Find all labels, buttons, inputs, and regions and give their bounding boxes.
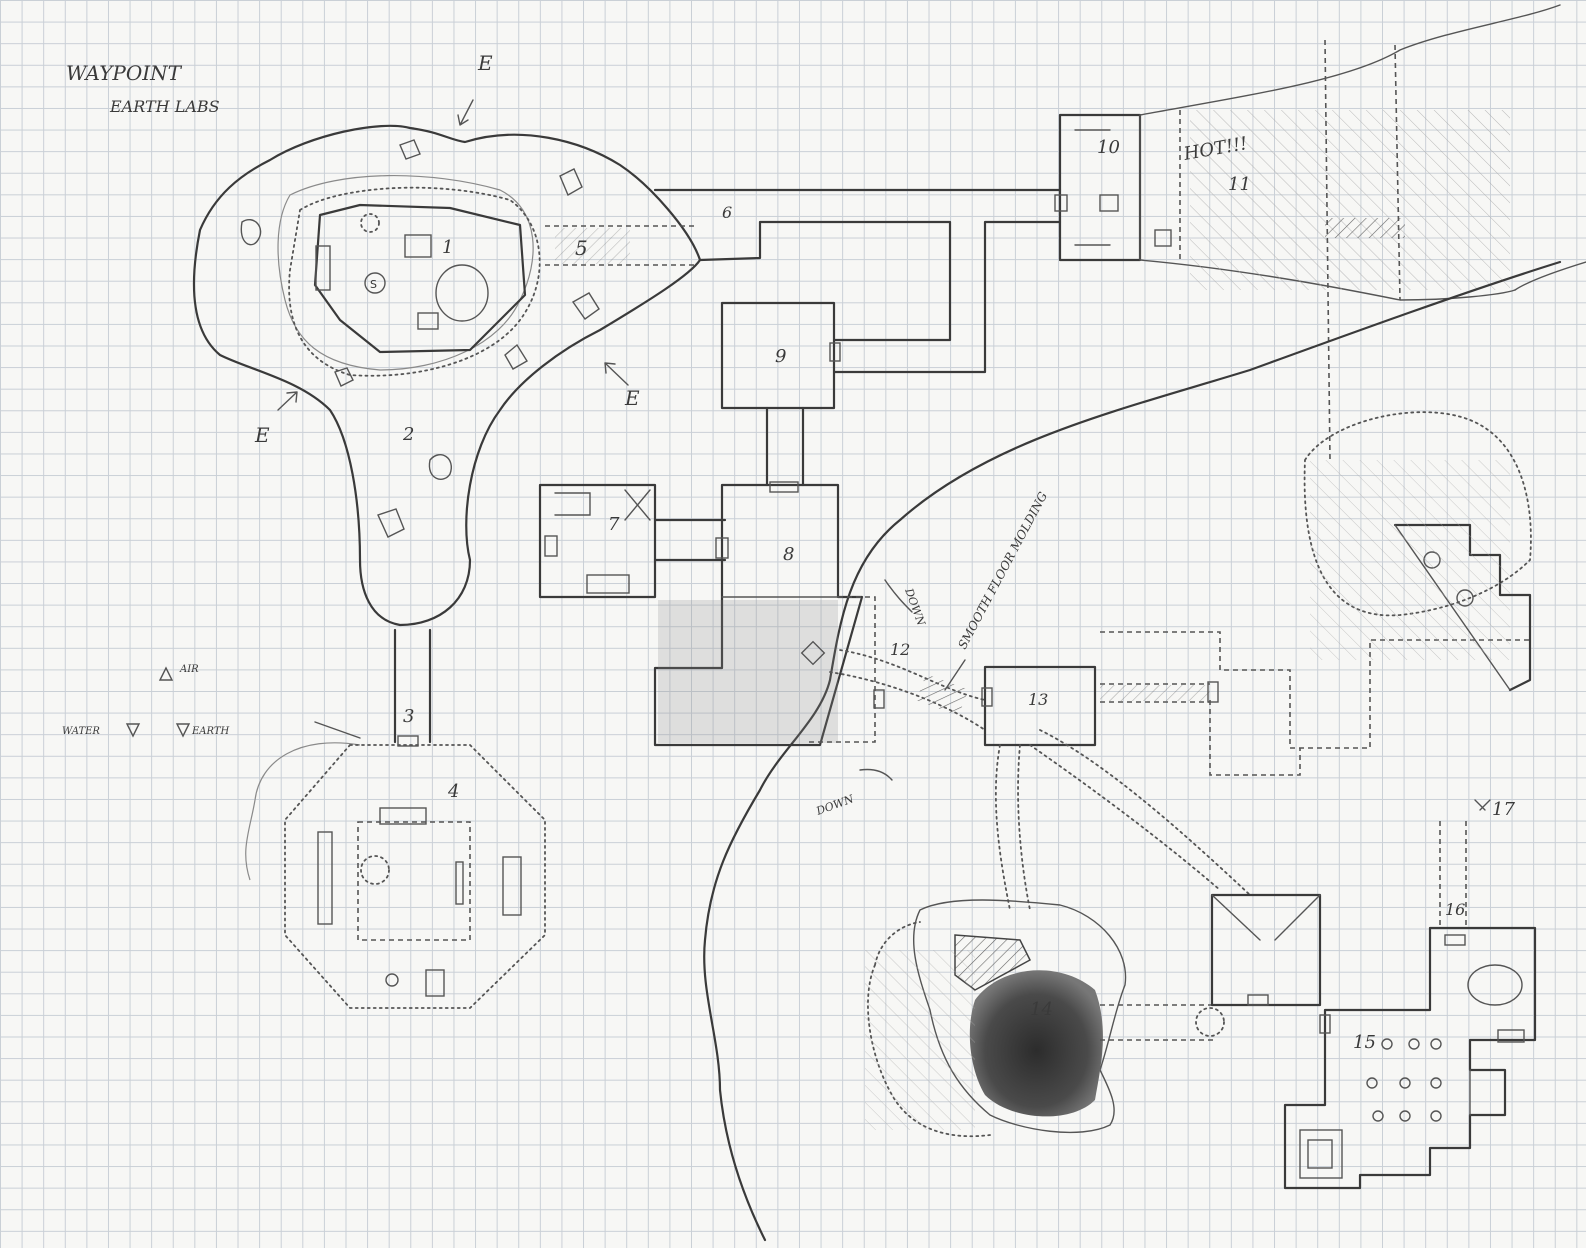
arrow-e-top (457, 99, 474, 126)
ruins-area (1100, 411, 1532, 776)
room-label-6: 6 (722, 203, 732, 222)
pillars (1366, 1038, 1442, 1122)
direction-mark-e-top: E (477, 51, 493, 75)
down-note-1: DOWN (902, 586, 928, 628)
room-9 (720, 301, 841, 410)
room-gate (1195, 893, 1322, 1037)
down-note-2: DOWN (814, 792, 856, 818)
river-line (703, 260, 1562, 1242)
direction-mark-e-left: E (254, 423, 270, 447)
legend-earth: EARTH (191, 726, 230, 737)
room-label-7: 7 (608, 514, 620, 535)
arrow-down-2 (859, 768, 893, 781)
room-label-12: 12 (890, 640, 910, 659)
elements-legend (125, 666, 361, 739)
corridor-16-17 (1439, 799, 1491, 925)
room-label-10: 10 (1097, 137, 1120, 158)
cave-region (192, 124, 702, 627)
room-label-15: 15 (1353, 1032, 1376, 1053)
room-15 (1283, 926, 1537, 1190)
room-label-3: 3 (403, 706, 414, 727)
room-4 (245, 742, 546, 1009)
arrow-down-1 (884, 579, 913, 613)
room-label-2: 2 (402, 424, 414, 445)
legend-air: AIR (179, 664, 199, 675)
room-7 (538, 483, 657, 599)
room-label-1: 1 (442, 237, 453, 258)
room-label-17: 17 (1492, 799, 1515, 820)
arrow-e-left (277, 391, 298, 411)
map-title: WAYPOINT (66, 61, 183, 85)
room-label-9: 9 (775, 346, 786, 367)
direction-mark-e-right: E (624, 386, 640, 410)
arrow-e-right (604, 362, 629, 386)
room-label-5: 5 (575, 236, 588, 260)
floor-molding-note: SMOOTH FLOOR MOLDING (955, 489, 1050, 651)
room-label-16: 16 (1445, 900, 1465, 919)
room-14 (865, 899, 1215, 1138)
tunnels (994, 729, 1251, 911)
room-label-8: 8 (783, 544, 794, 565)
room-11 (1139, 4, 1586, 461)
room-label-4: 4 (447, 781, 459, 802)
map-subtitle: EARTH LABS (109, 97, 220, 116)
room-label-13: 13 (1028, 690, 1048, 709)
room-13 (981, 665, 1219, 747)
room-12 (808, 596, 986, 743)
arrow-molding (944, 659, 966, 691)
room-label-14: 14 (1030, 999, 1053, 1020)
room-8 (653, 481, 864, 747)
room-label-11: 11 (1228, 174, 1251, 195)
legend-water: WATER (62, 726, 100, 737)
room-10 (1054, 113, 1172, 262)
corridors (393, 188, 1062, 747)
statue-mark: S (370, 278, 377, 291)
